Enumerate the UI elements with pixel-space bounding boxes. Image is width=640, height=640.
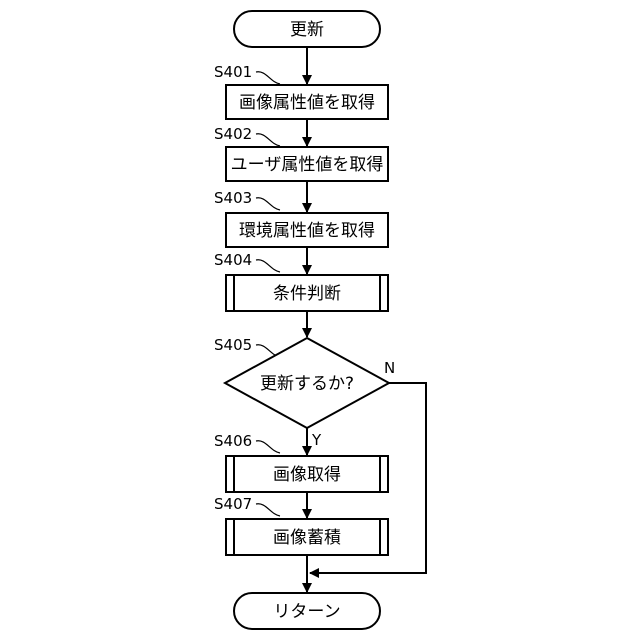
step-label-s405: S405 — [214, 336, 252, 354]
step-label-s402: S402 — [214, 125, 252, 143]
step-label-s404: S404 — [214, 251, 252, 269]
decision-no-label: N — [384, 359, 395, 377]
end-terminal-text: リターン — [273, 602, 340, 622]
process-text-s407: 画像蓄積 — [273, 528, 341, 548]
process-text-s401: 画像属性値を取得 — [239, 93, 375, 113]
process-text-s406: 画像取得 — [273, 465, 341, 485]
leader-s406 — [256, 441, 280, 453]
process-text-s404: 条件判断 — [273, 284, 341, 304]
step-label-s407: S407 — [214, 495, 252, 513]
decision-text-s405: 更新するか? — [260, 374, 354, 394]
step-label-s401: S401 — [214, 63, 252, 81]
step-label-s406: S406 — [214, 432, 252, 450]
process-text-s402: ユーザ属性値を取得 — [231, 155, 384, 175]
decision-yes-label: Y — [311, 431, 322, 449]
leader-s407 — [256, 504, 280, 516]
leader-s402 — [256, 134, 280, 146]
start-terminal-text: 更新 — [290, 20, 324, 40]
leader-s401 — [256, 72, 280, 84]
leader-s403 — [256, 198, 280, 210]
process-text-s403: 環境属性値を取得 — [239, 221, 375, 241]
leader-s404 — [256, 260, 280, 272]
step-label-s403: S403 — [214, 189, 252, 207]
